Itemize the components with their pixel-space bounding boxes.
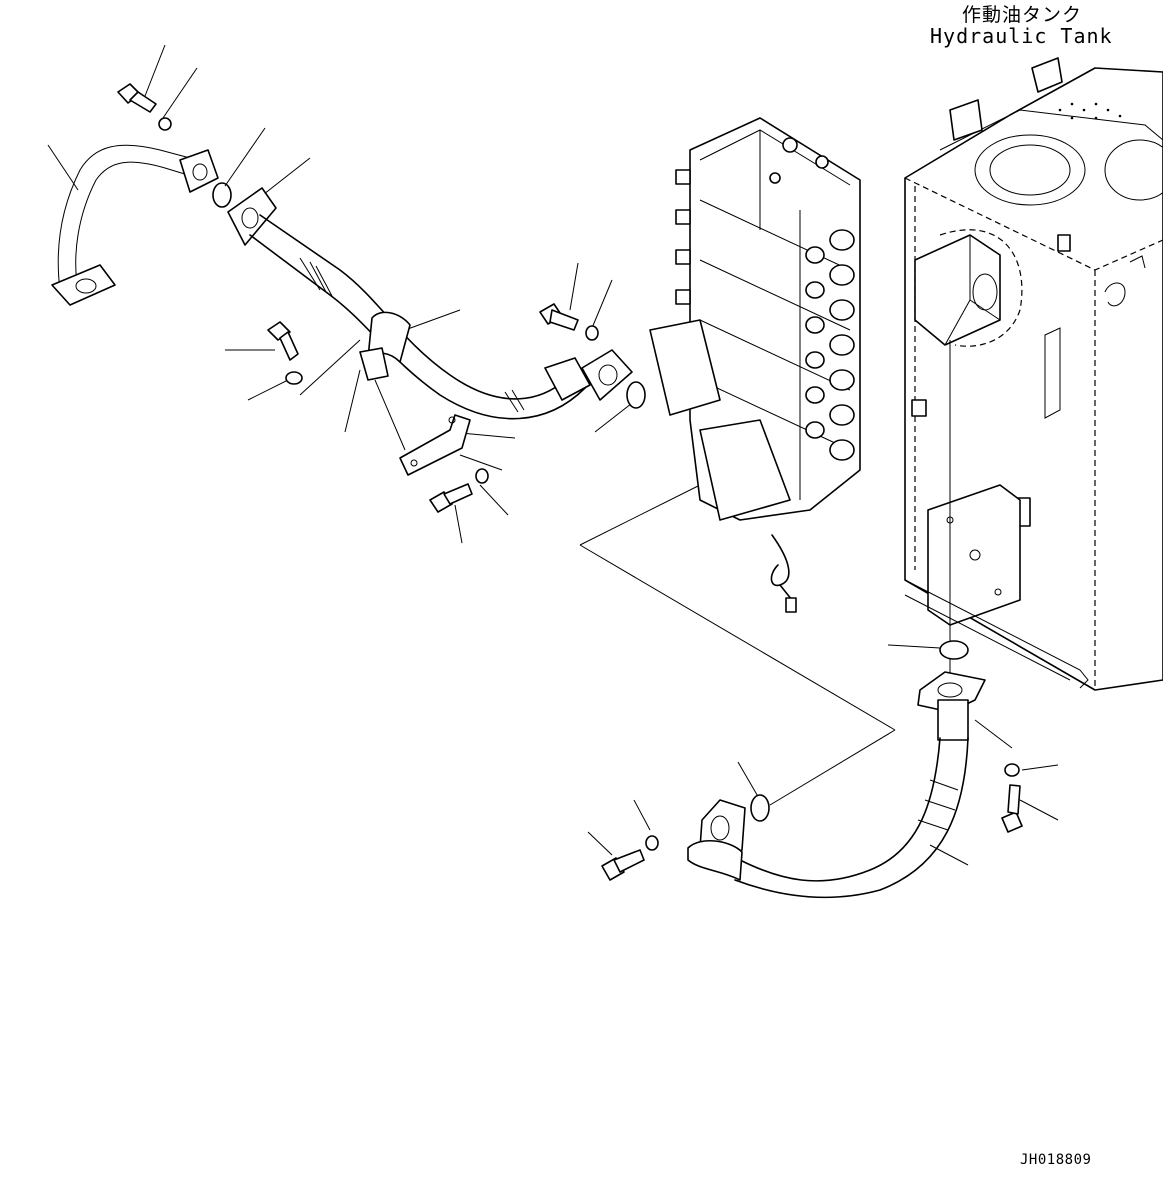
upper-left-pipe: [51, 144, 219, 306]
washer-lower-right: [1004, 763, 1020, 777]
o-ring-tank: [939, 640, 969, 660]
o-ring-upper: [212, 182, 232, 208]
control-valve: [649, 117, 861, 613]
tank-label-english: Hydraulic Tank: [930, 24, 1113, 48]
washer-clamp-upper: [285, 371, 303, 385]
bolt-lower-left: [601, 849, 645, 881]
bolt-clamp-upper: [267, 321, 299, 361]
mounting-bracket: [399, 414, 471, 476]
drawing-code: JH018809: [1020, 1152, 1092, 1168]
o-ring-lower: [750, 794, 770, 822]
bolt-lower-right: [1001, 784, 1023, 833]
bolt-upper-left: [117, 83, 157, 113]
washer-upper-left: [158, 117, 172, 131]
hydraulic-tank: [904, 57, 1163, 691]
tank-label-japanese: 作動油タンク: [962, 4, 1083, 26]
o-ring-valve: [626, 381, 646, 409]
washer-valve-flange: [585, 325, 599, 341]
bolt-bracket: [429, 483, 473, 513]
lower-return-pipe: [687, 671, 986, 899]
washer-lower-left: [645, 835, 659, 851]
bolt-valve-flange: [539, 303, 579, 331]
upper-suction-pipe: [227, 187, 633, 420]
washer-bracket: [475, 468, 489, 484]
